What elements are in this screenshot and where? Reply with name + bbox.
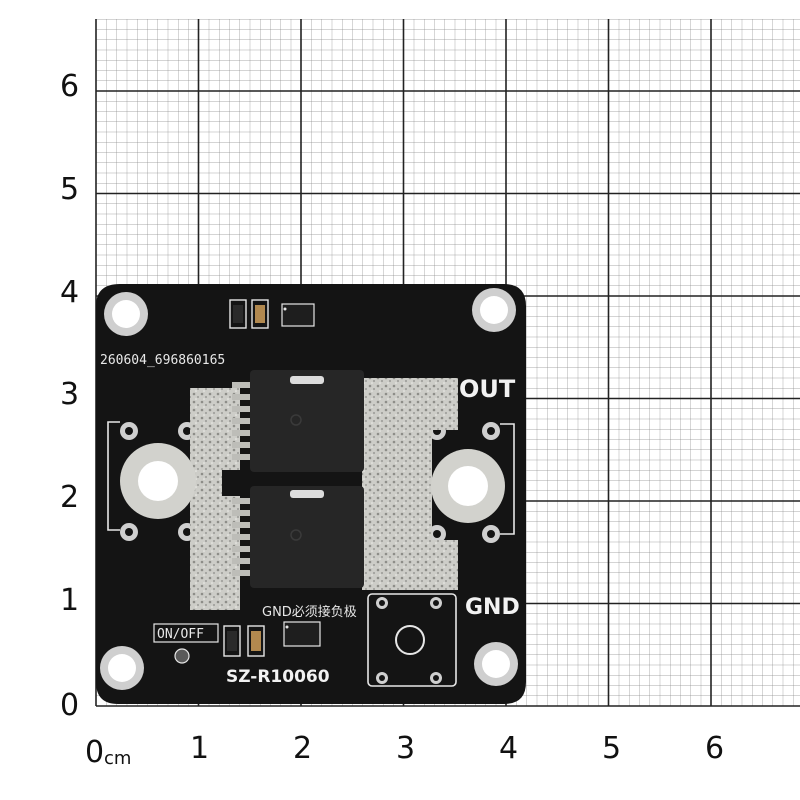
x-label-1: 1 (190, 731, 209, 766)
model-number: SZ-R10060 (226, 667, 330, 687)
push-switch (395, 625, 425, 655)
serial-number: 260604_696860165 (100, 353, 225, 368)
x-label-3: 3 (396, 731, 415, 766)
x-label-4: 4 (499, 731, 518, 766)
y-label-0: 0 (60, 688, 79, 723)
mosfet-bottom (232, 486, 364, 588)
x-label-2: 2 (293, 731, 312, 766)
x-label-6: 6 (705, 731, 724, 766)
switch-label: ON/OFF (157, 627, 204, 642)
led-indicator (174, 648, 190, 664)
terminal-outlines (107, 421, 515, 687)
screw-terminal-left (120, 443, 196, 519)
mosfet-top (232, 370, 364, 472)
mounting-hole-top-left (104, 292, 148, 336)
scale-labels: 6 5 4 3 2 1 0 0 cm 1 2 3 4 5 6 (60, 69, 724, 770)
y-label-3: 3 (60, 377, 79, 412)
y-label-1: 1 (60, 583, 79, 618)
screw-terminal-right (431, 449, 505, 523)
solder-pour-right (362, 378, 458, 590)
y-label-2: 2 (60, 480, 79, 515)
x-unit-label: cm (104, 748, 131, 769)
mounting-hole-bottom-right (474, 642, 518, 686)
y-label-5: 5 (60, 172, 79, 207)
x-label-0: 0 (85, 735, 104, 770)
pcb-board: 260604_696860165 OUT GND GND必须接负极 ON/OFF… (96, 284, 526, 704)
out-label: OUT (459, 375, 516, 403)
y-label-6: 6 (60, 69, 79, 104)
smd-components-top (229, 299, 315, 329)
gnd-label: GND (465, 595, 520, 620)
y-label-4: 4 (60, 275, 79, 310)
mounting-hole-top-right (472, 288, 516, 332)
smd-components-bottom (223, 621, 321, 657)
gnd-warning-note: GND必须接负极 (262, 604, 357, 620)
x-label-5: 5 (602, 731, 621, 766)
solder-pour-left (190, 388, 240, 610)
mounting-hole-bottom-left (100, 646, 144, 690)
